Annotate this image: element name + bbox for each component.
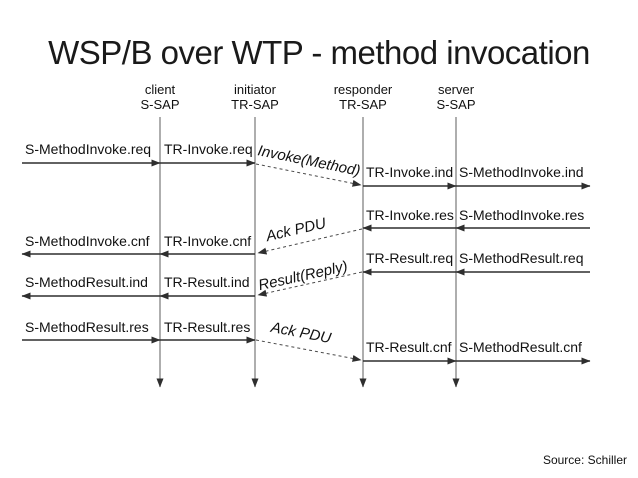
message-label-S-MethodResult.res: S-MethodResult.res (25, 319, 149, 335)
message-label-TR-Result.res: TR-Result.res (164, 319, 251, 335)
lifeline-sap-label: TR-SAP (231, 97, 279, 112)
message-label-S-MethodInvoke.ind: S-MethodInvoke.ind (459, 164, 584, 180)
message-label-S-MethodInvoke.res: S-MethodInvoke.res (459, 207, 585, 223)
lifeline-sap-label: S-SAP (436, 97, 476, 112)
message-label-S-MethodResult.ind: S-MethodResult.ind (25, 274, 148, 290)
message-label-TR-Invoke.res: TR-Invoke.res (366, 207, 454, 223)
message-label-S-MethodResult.req: S-MethodResult.req (459, 250, 584, 266)
lifeline-sap-label: S-SAP (140, 97, 180, 112)
slide-title: WSP/B over WTP - method invocation (48, 34, 590, 71)
message-label-TR-Result.ind: TR-Result.ind (164, 274, 250, 290)
message-label-S-MethodInvoke.req: S-MethodInvoke.req (25, 141, 152, 157)
message-label-S-MethodResult.cnf: S-MethodResult.cnf (459, 339, 582, 355)
message-label-TR-Invoke.req: TR-Invoke.req (164, 141, 253, 157)
message-label-TR-Result.req: TR-Result.req (366, 250, 454, 266)
lifeline-role-label: responder (333, 82, 393, 97)
lifeline-sap-label: TR-SAP (339, 97, 387, 112)
message-label-S-MethodInvoke.cnf: S-MethodInvoke.cnf (25, 233, 150, 249)
lifeline-role-label: server (437, 82, 475, 97)
lifeline-role-label: client (144, 82, 176, 97)
lifeline-role-label: initiator (234, 82, 276, 97)
message-label-TR-Invoke.cnf: TR-Invoke.cnf (164, 233, 252, 249)
source-note: Source: Schiller (542, 453, 627, 467)
message-label-TR-Result.cnf: TR-Result.cnf (366, 339, 452, 355)
message-label-TR-Invoke.ind: TR-Invoke.ind (366, 164, 454, 180)
